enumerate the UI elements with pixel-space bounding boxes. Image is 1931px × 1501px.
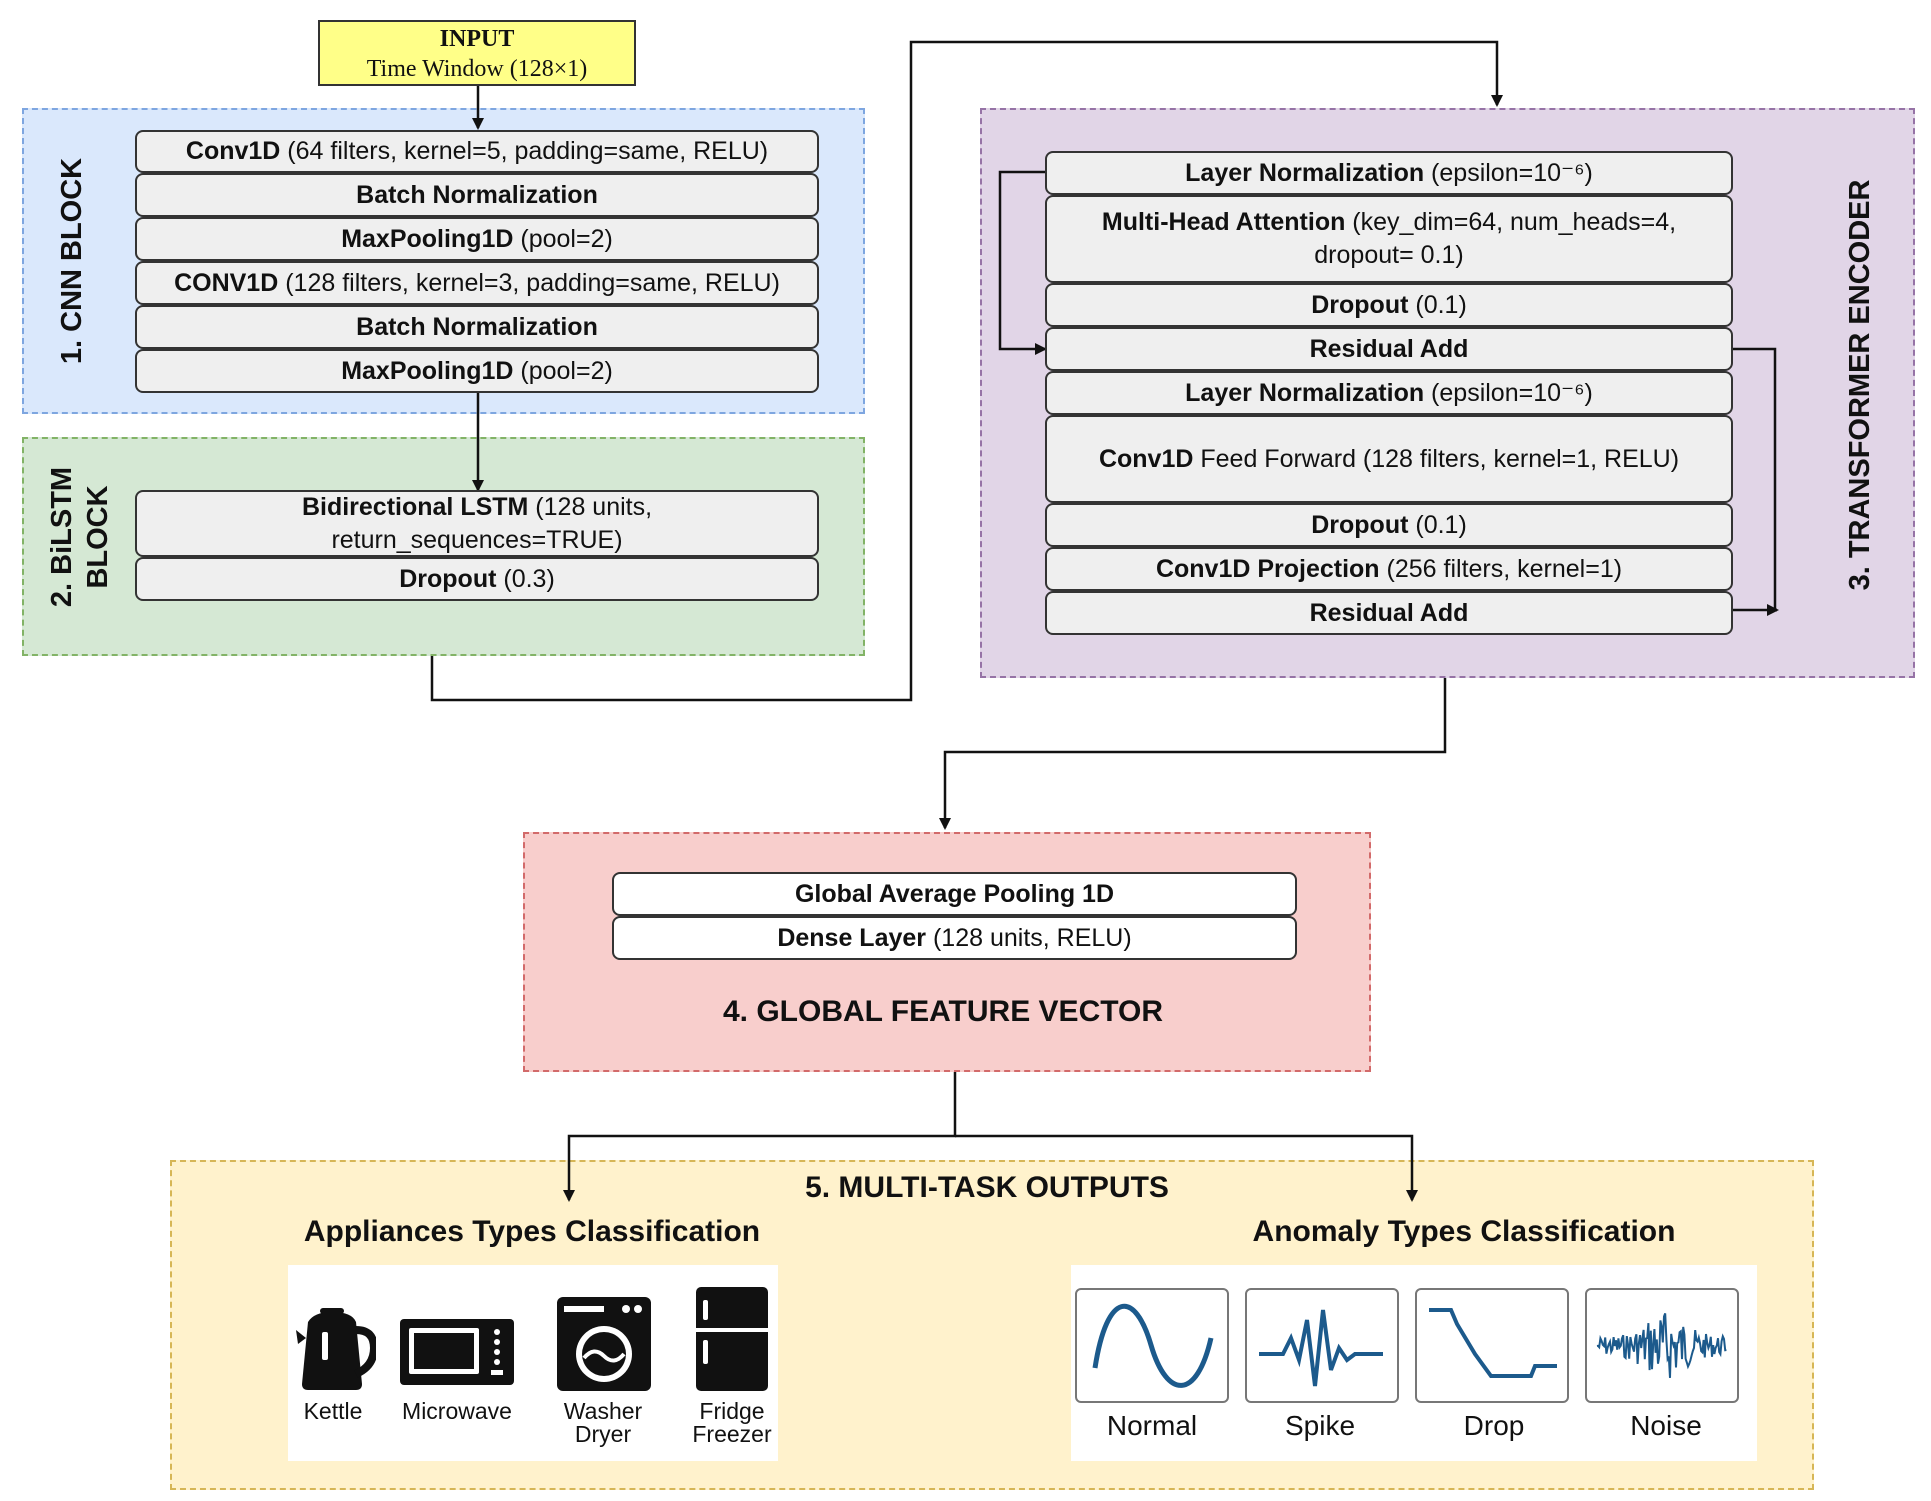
noise-label: Noise [1630, 1410, 1702, 1441]
cnn-layer-maxpool-2: MaxPooling1D (pool=2) [135, 349, 819, 393]
transformer-layer-residual-1: Residual Add [1045, 327, 1733, 371]
transformer-layer-mha: Multi-Head Attention (key_dim=64, num_he… [1045, 195, 1733, 283]
input-subtitle: Time Window (128×1) [366, 56, 588, 82]
normal-signal-box [1075, 1288, 1229, 1403]
cnn-layer-batchnorm-2: Batch Normalization [135, 305, 819, 349]
microwave-icon [400, 1319, 514, 1385]
bilstm-layer-lstm: Bidirectional LSTM (128 units, return_se… [135, 490, 819, 557]
fridge-label: Fridge Freezer [692, 1398, 772, 1447]
transformer-layer-layernorm-1: Layer Normalization (epsilon=10⁻⁶) [1045, 151, 1733, 195]
arrow-bilstm-to-transformer [430, 40, 1503, 702]
residual-skip-2 [1731, 347, 1777, 612]
transformer-layer-projection: Conv1D Projection (256 filters, kernel=1… [1045, 547, 1733, 591]
washer-label: Washer Dryer [563, 1398, 643, 1447]
input-box: INPUT Time Window (128×1) [318, 20, 636, 86]
noise-signal-icon [1596, 1313, 1727, 1378]
fridge-freezer-icon [696, 1287, 768, 1391]
noise-signal-box [1585, 1288, 1739, 1403]
drop-signal-box [1415, 1288, 1569, 1403]
transformer-layer-layernorm-2: Layer Normalization (epsilon=10⁻⁶) [1045, 371, 1733, 415]
transformer-block-label: 3. TRANSFORMER ENCODER [1843, 179, 1876, 591]
spike-label: Spike [1284, 1410, 1356, 1441]
normal-label: Normal [1106, 1410, 1198, 1441]
transformer-layer-residual-2: Residual Add [1045, 591, 1733, 635]
global-block-label: 4. GLOBAL FEATURE VECTOR [722, 995, 1164, 1028]
cnn-layer-maxpool-1: MaxPooling1D (pool=2) [135, 217, 819, 261]
arrow-transformer-to-global [939, 678, 1447, 830]
anomalies-title: Anomaly Types Classification [1252, 1215, 1676, 1248]
washer-dryer-icon [557, 1297, 651, 1391]
kettle-label: Kettle [303, 1398, 363, 1424]
input-title: INPUT [439, 26, 515, 52]
transformer-layer-dropout-1: Dropout (0.1) [1045, 283, 1733, 327]
appliances-title: Appliances Types Classification [303, 1215, 761, 1248]
cnn-layer-conv1d-1: Conv1D (64 filters, kernel=5, padding=sa… [135, 130, 819, 173]
cnn-layer-batchnorm-1: Batch Normalization [135, 173, 819, 217]
microwave-label: Microwave [402, 1398, 512, 1424]
bilstm-block-label: 2. BiLSTM BLOCK [45, 466, 114, 608]
bilstm-layer-dropout: Dropout (0.3) [135, 557, 819, 601]
outputs-block-label: 5. MULTI-TASK OUTPUTS [805, 1171, 1169, 1204]
cnn-layer-conv1d-2: CONV1D (128 filters, kernel=3, padding=s… [135, 261, 819, 305]
drop-signal-icon [1429, 1308, 1557, 1378]
residual-skip-1 [998, 170, 1048, 355]
transformer-layer-feedforward: Conv1D Feed Forward (128 filters, kernel… [1045, 415, 1733, 503]
arrow-global-to-outputs [563, 1072, 957, 1202]
kettle-icon [296, 1308, 376, 1390]
cnn-block-label: 1. CNN BLOCK [55, 157, 88, 365]
drop-label: Drop [1463, 1410, 1525, 1441]
transformer-layer-dropout-2: Dropout (0.1) [1045, 503, 1733, 547]
spike-signal-icon [1259, 1309, 1383, 1387]
global-layer-pooling: Global Average Pooling 1D [612, 872, 1297, 916]
spike-signal-box [1245, 1288, 1399, 1403]
normal-signal-icon [1092, 1303, 1214, 1388]
global-layer-dense: Dense Layer (128 units, RELU) [612, 916, 1297, 960]
